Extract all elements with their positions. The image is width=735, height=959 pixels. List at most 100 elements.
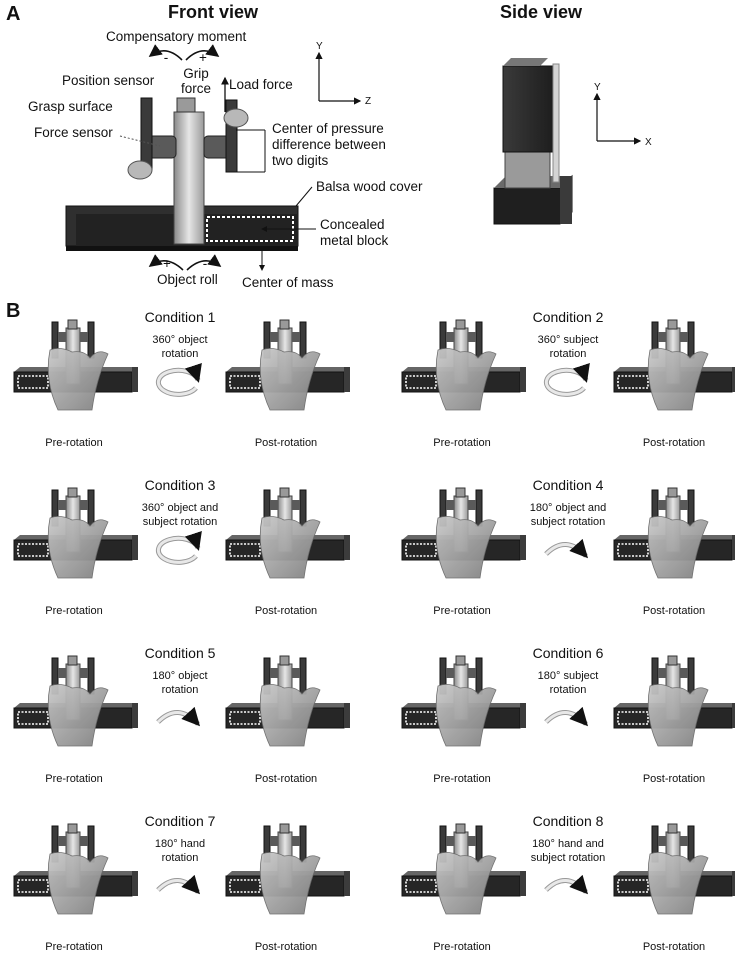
post-rotation-caption: Post-rotation [643,605,705,617]
object-roll-ccw-arrow [148,254,184,271]
force-sensor-label: Force sensor [34,125,113,140]
grip-force-label-1: Grip [183,66,209,81]
post-rotation-apparatus [613,487,735,579]
front-view-title: Front view [168,2,259,22]
hand-image [47,516,109,579]
rotation-description: rotation [550,684,587,696]
object-roll-cw-arrow [186,254,222,271]
side-view-title: Side view [500,2,583,22]
post-rotation-caption: Post-rotation [643,941,705,953]
condition-title: Condition 6 [533,645,604,661]
rotation-arrow-360 [156,530,202,564]
post-rotation-caption: Post-rotation [643,437,705,449]
condition-title: Condition 5 [145,645,216,661]
pre-rotation-caption: Pre-rotation [433,773,490,785]
rotation-arrow-180 [156,874,201,895]
cw-moment-arrow [185,44,220,61]
cop-label-3: two digits [272,153,329,168]
concealed-label-1: Concealed [320,217,385,232]
post-rotation-apparatus [613,823,735,915]
condition-title: Condition 4 [533,477,604,493]
roll-minus: - [203,256,208,271]
hand-image [647,852,709,915]
grip-force-label-2: force [181,81,211,96]
condition-cell: Condition 3 360° object and subject rotati… [13,477,350,617]
pre-rotation-apparatus [401,487,526,579]
hand-image [47,852,109,915]
post-rotation-apparatus [225,823,350,915]
post-rotation-apparatus [225,487,350,579]
side-y-label: Y [594,82,601,93]
moment-plus: + [199,50,207,65]
rotation-description: subject rotation [531,516,606,528]
rotation-description: subject rotation [143,516,218,528]
rotation-arrow-360 [156,362,202,396]
position-sensor-label: Position sensor [62,73,155,88]
rotation-arrow-180 [544,874,589,895]
post-rotation-caption: Post-rotation [255,941,317,953]
rotation-description: 180° hand and [532,838,604,850]
pre-rotation-caption: Pre-rotation [45,605,102,617]
rotation-description: 180° hand [155,838,205,850]
center-of-mass-label: Center of mass [242,275,334,290]
balsa-label: Balsa wood cover [316,179,423,194]
condition-title: Condition 3 [145,477,216,493]
post-rotation-caption: Post-rotation [255,437,317,449]
condition-cell: Condition 7 180° hand rotationPre-rotation… [13,813,350,953]
panel-b-letter: B [6,300,20,322]
rotation-arrow-360 [544,362,590,396]
cop-label-1: Center of pressure [272,121,384,136]
post-rotation-apparatus [225,319,350,411]
hand-image [47,684,109,747]
hand-image [435,684,497,747]
pre-rotation-caption: Pre-rotation [45,773,102,785]
condition-title: Condition 1 [145,309,216,325]
rotation-description: 180° object and [530,502,607,514]
pre-rotation-caption: Pre-rotation [45,941,102,953]
load-force-label: Load force [229,77,293,92]
front-z-label: Z [365,96,371,107]
hand-image [47,348,109,411]
object-roll-label: Object roll [157,272,218,287]
hand-image [435,852,497,915]
ccw-moment-arrow [148,44,183,61]
front-y-label: Y [316,41,323,52]
hand-image [435,348,497,411]
pre-rotation-apparatus [13,319,138,411]
hand-image [647,348,709,411]
front-view-apparatus [65,97,299,251]
hand-image [259,852,321,915]
hand-image [259,516,321,579]
pre-rotation-apparatus [13,487,138,579]
roll-plus: + [163,256,171,271]
pre-rotation-apparatus [13,823,138,915]
rotation-arrow-180 [544,538,589,559]
rotation-description: rotation [162,852,199,864]
pre-rotation-apparatus [401,823,526,915]
condition-title: Condition 7 [145,813,216,829]
hand-image [259,684,321,747]
force-sensor-pointer [119,135,161,147]
compensatory-moment-label: Compensatory moment [106,29,247,44]
rotation-arrow-180 [544,706,589,727]
rotation-description: rotation [162,348,199,360]
panel-a-letter: A [6,3,20,25]
pre-rotation-caption: Pre-rotation [433,437,490,449]
concealed-label-2: metal block [320,233,389,248]
condition-cell: Condition 4 180° object and subject rotati… [401,477,735,617]
post-rotation-apparatus [613,655,735,747]
grasp-surface-label: Grasp surface [28,99,113,114]
pre-rotation-caption: Pre-rotation [45,437,102,449]
rotation-description: rotation [550,348,587,360]
rotation-description: 360° object and [142,502,219,514]
pre-rotation-apparatus [13,655,138,747]
post-rotation-apparatus [613,319,735,411]
hand-image [647,516,709,579]
condition-title: Condition 8 [533,813,604,829]
rotation-description: rotation [162,684,199,696]
pre-rotation-caption: Pre-rotation [433,605,490,617]
